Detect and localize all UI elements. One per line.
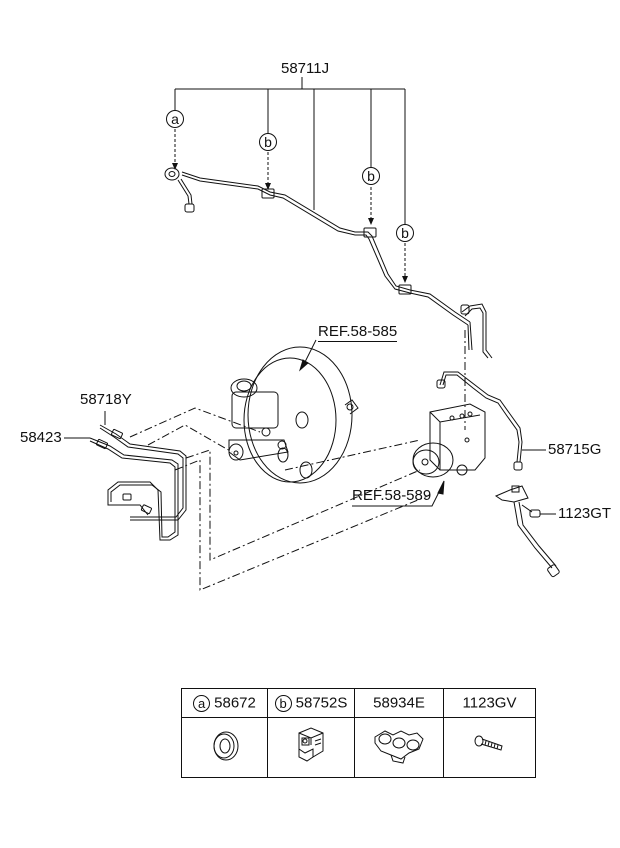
tube-bundle-front <box>89 424 187 541</box>
legend-part-number[interactable]: 58752S <box>295 694 348 712</box>
legend-cell-bolt <box>443 717 536 778</box>
grommet-icon <box>213 731 238 761</box>
master-cylinder <box>228 378 289 461</box>
tube-58715g <box>436 371 523 471</box>
legend-part-number[interactable]: 58934E <box>373 694 425 712</box>
legend-header-58934e: 58934E <box>354 688 444 718</box>
label-ref-58-589[interactable]: REF.58-589 <box>352 487 432 504</box>
legend-part-number[interactable]: 58672 <box>214 694 256 712</box>
legend-part-number[interactable]: 1123GV <box>462 694 517 712</box>
legend-cell-double-clip <box>354 717 444 778</box>
double-clip-icon <box>374 730 424 764</box>
legend-cell-clip <box>267 717 355 778</box>
label-58711j[interactable]: 58711J <box>281 60 330 77</box>
callout-b-3: b <box>396 224 414 242</box>
label-1123gt[interactable]: 1123GT <box>558 505 612 522</box>
bolt-icon <box>474 735 503 751</box>
callout-b-2: b <box>362 167 380 185</box>
legend-callout-a: a <box>193 694 211 712</box>
label-58715g[interactable]: 58715G <box>548 441 602 458</box>
label-58718y[interactable]: 58718Y <box>80 391 132 408</box>
tube-58711j <box>164 167 493 359</box>
clip-icon <box>298 727 324 762</box>
callout-b-1: b <box>259 133 277 151</box>
flex-hose <box>494 485 560 578</box>
main-tube-leader <box>174 77 406 224</box>
callout-a: a <box>166 110 184 128</box>
legend-header-1123gv: 1123GV <box>443 688 536 718</box>
label-ref-58-585[interactable]: REF.58-585 <box>318 323 398 342</box>
abs-unit <box>412 403 486 478</box>
legend-cell-grommet <box>181 717 268 778</box>
brake-booster <box>243 346 359 484</box>
label-58423[interactable]: 58423 <box>20 429 62 446</box>
legend-callout-b: b <box>274 694 292 712</box>
